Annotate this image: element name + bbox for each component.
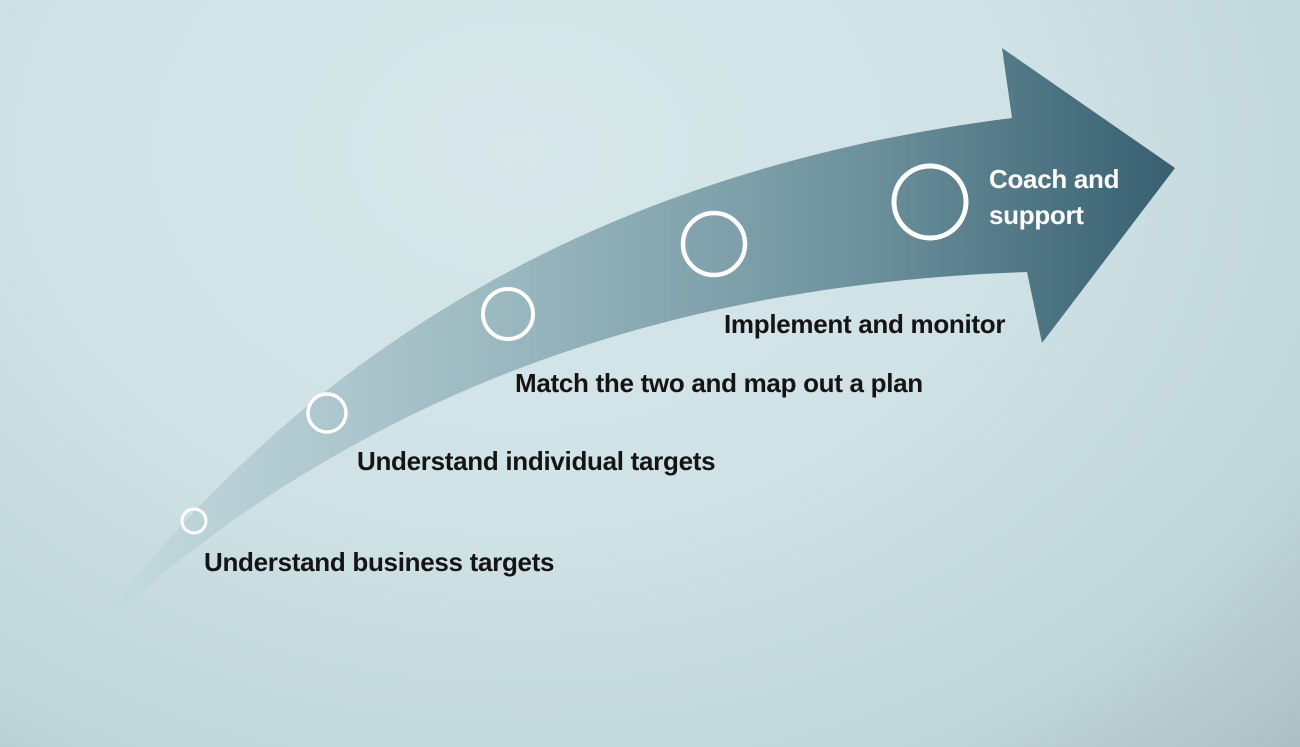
step-label-3: Match the two and map out a plan xyxy=(515,368,923,398)
step-marker-2 xyxy=(306,392,348,434)
step-label-1: Understand business targets xyxy=(204,547,555,577)
step-label-4: Implement and monitor xyxy=(724,309,1006,339)
step-marker-4 xyxy=(680,210,748,278)
growth-arrow xyxy=(85,48,1175,642)
step-label-2: Understand individual targets xyxy=(357,446,716,476)
step-marker-3 xyxy=(481,287,535,341)
step-marker-5 xyxy=(891,163,969,241)
step-label-5: Coach and support xyxy=(989,164,1120,230)
step-marker-1 xyxy=(180,507,208,535)
